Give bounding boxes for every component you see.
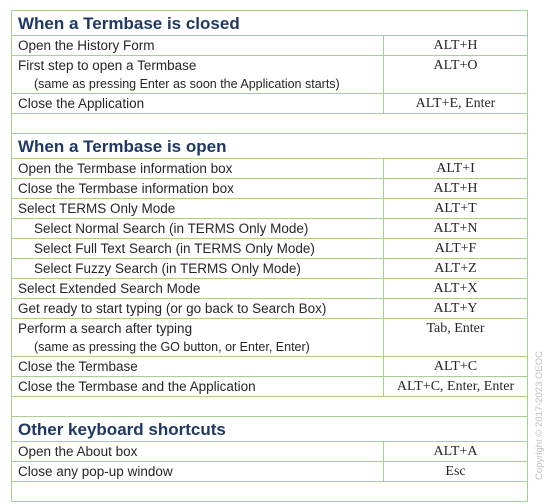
- table-row: Select Full Text Search (in TERMS Only M…: [11, 238, 528, 259]
- action-cell: Close the Termbase: [11, 356, 384, 377]
- action-cell: Close the Application: [11, 93, 384, 114]
- shortcut-cell: ALT+C, Enter, Enter: [383, 376, 528, 397]
- table-row: Select Fuzzy Search (in TERMS Only Mode)…: [11, 258, 528, 279]
- shortcut-cell: ALT+C: [383, 356, 528, 377]
- shortcut-cell: Esc: [383, 461, 528, 482]
- spacer-row: [11, 396, 528, 417]
- shortcut-cell: ALT+X: [383, 278, 528, 299]
- shortcut-cell: ALT+A: [383, 441, 528, 462]
- action-text: First step to open a Termbase: [18, 58, 197, 73]
- table-row: Close any pop-up window Esc: [11, 461, 528, 482]
- action-cell: Open the About box: [11, 441, 384, 462]
- spacer-cell: [11, 481, 528, 502]
- spacer-cell: [11, 396, 528, 417]
- section-title: When a Termbase is closed: [11, 10, 528, 36]
- action-note: (same as pressing the GO button, or Ente…: [34, 340, 310, 354]
- shortcut-cell: ALT+H: [383, 35, 528, 56]
- table-row: Select TERMS Only Mode ALT+T: [11, 198, 528, 219]
- action-cell: Get ready to start typing (or go back to…: [11, 298, 384, 319]
- section-header-open: When a Termbase is open: [11, 133, 528, 159]
- spacer-row: [11, 113, 528, 134]
- shortcut-cell: ALT+F: [383, 238, 528, 259]
- action-cell: Close the Termbase information box: [11, 178, 384, 199]
- spacer-row: [11, 481, 528, 502]
- section-title: When a Termbase is open: [11, 133, 528, 159]
- table-row: Close the Termbase and the Application A…: [11, 376, 528, 397]
- table-row: Get ready to start typing (or go back to…: [11, 298, 528, 319]
- table-row: First step to open a Termbase (same as p…: [11, 55, 528, 94]
- shortcut-cell: ALT+T: [383, 198, 528, 219]
- action-cell: Open the History Form: [11, 35, 384, 56]
- shortcut-cell: ALT+H: [383, 178, 528, 199]
- action-cell: Select Extended Search Mode: [11, 278, 384, 299]
- table-row: Open the History Form ALT+H: [11, 35, 528, 56]
- table-row: Close the Application ALT+E, Enter: [11, 93, 528, 114]
- shortcut-cell: ALT+I: [383, 158, 528, 179]
- table-row: Close the Termbase ALT+C: [11, 356, 528, 377]
- table-row: Select Normal Search (in TERMS Only Mode…: [11, 218, 528, 239]
- table-row: Select Extended Search Mode ALT+X: [11, 278, 528, 299]
- section-title: Other keyboard shortcuts: [11, 416, 528, 442]
- section-header-other: Other keyboard shortcuts: [11, 416, 528, 442]
- shortcuts-table: When a Termbase is closed Open the Histo…: [11, 10, 528, 502]
- table-row: Open the Termbase information box ALT+I: [11, 158, 528, 179]
- copyright-text: Copyright © 2017-2023 OEOC: [534, 351, 545, 480]
- action-cell: Close the Termbase and the Application: [11, 376, 384, 397]
- shortcut-cell: ALT+O: [383, 55, 528, 94]
- action-cell: Select TERMS Only Mode: [11, 198, 384, 219]
- table-row: Perform a search after typing (same as p…: [11, 318, 528, 357]
- copyright-watermark: Copyright © 2017-2023 OEOC: [534, 290, 548, 480]
- action-cell: Select Full Text Search (in TERMS Only M…: [11, 238, 384, 259]
- action-note: (same as pressing Enter as soon the Appl…: [34, 77, 340, 91]
- spacer-cell: [11, 113, 528, 134]
- action-cell: First step to open a Termbase (same as p…: [11, 55, 384, 94]
- action-cell: Select Normal Search (in TERMS Only Mode…: [11, 218, 384, 239]
- action-text: Perform a search after typing: [18, 321, 193, 336]
- action-cell: Open the Termbase information box: [11, 158, 384, 179]
- shortcut-cell: Tab, Enter: [383, 318, 528, 357]
- table-row: Open the About box ALT+A: [11, 441, 528, 462]
- shortcut-cell: ALT+N: [383, 218, 528, 239]
- table-row: Close the Termbase information box ALT+H: [11, 178, 528, 199]
- action-cell: Select Fuzzy Search (in TERMS Only Mode): [11, 258, 384, 279]
- action-cell: Close any pop-up window: [11, 461, 384, 482]
- shortcut-cell: ALT+Z: [383, 258, 528, 279]
- shortcut-cell: ALT+E, Enter: [383, 93, 528, 114]
- action-cell: Perform a search after typing (same as p…: [11, 318, 384, 357]
- shortcut-cell: ALT+Y: [383, 298, 528, 319]
- section-header-closed: When a Termbase is closed: [11, 10, 528, 36]
